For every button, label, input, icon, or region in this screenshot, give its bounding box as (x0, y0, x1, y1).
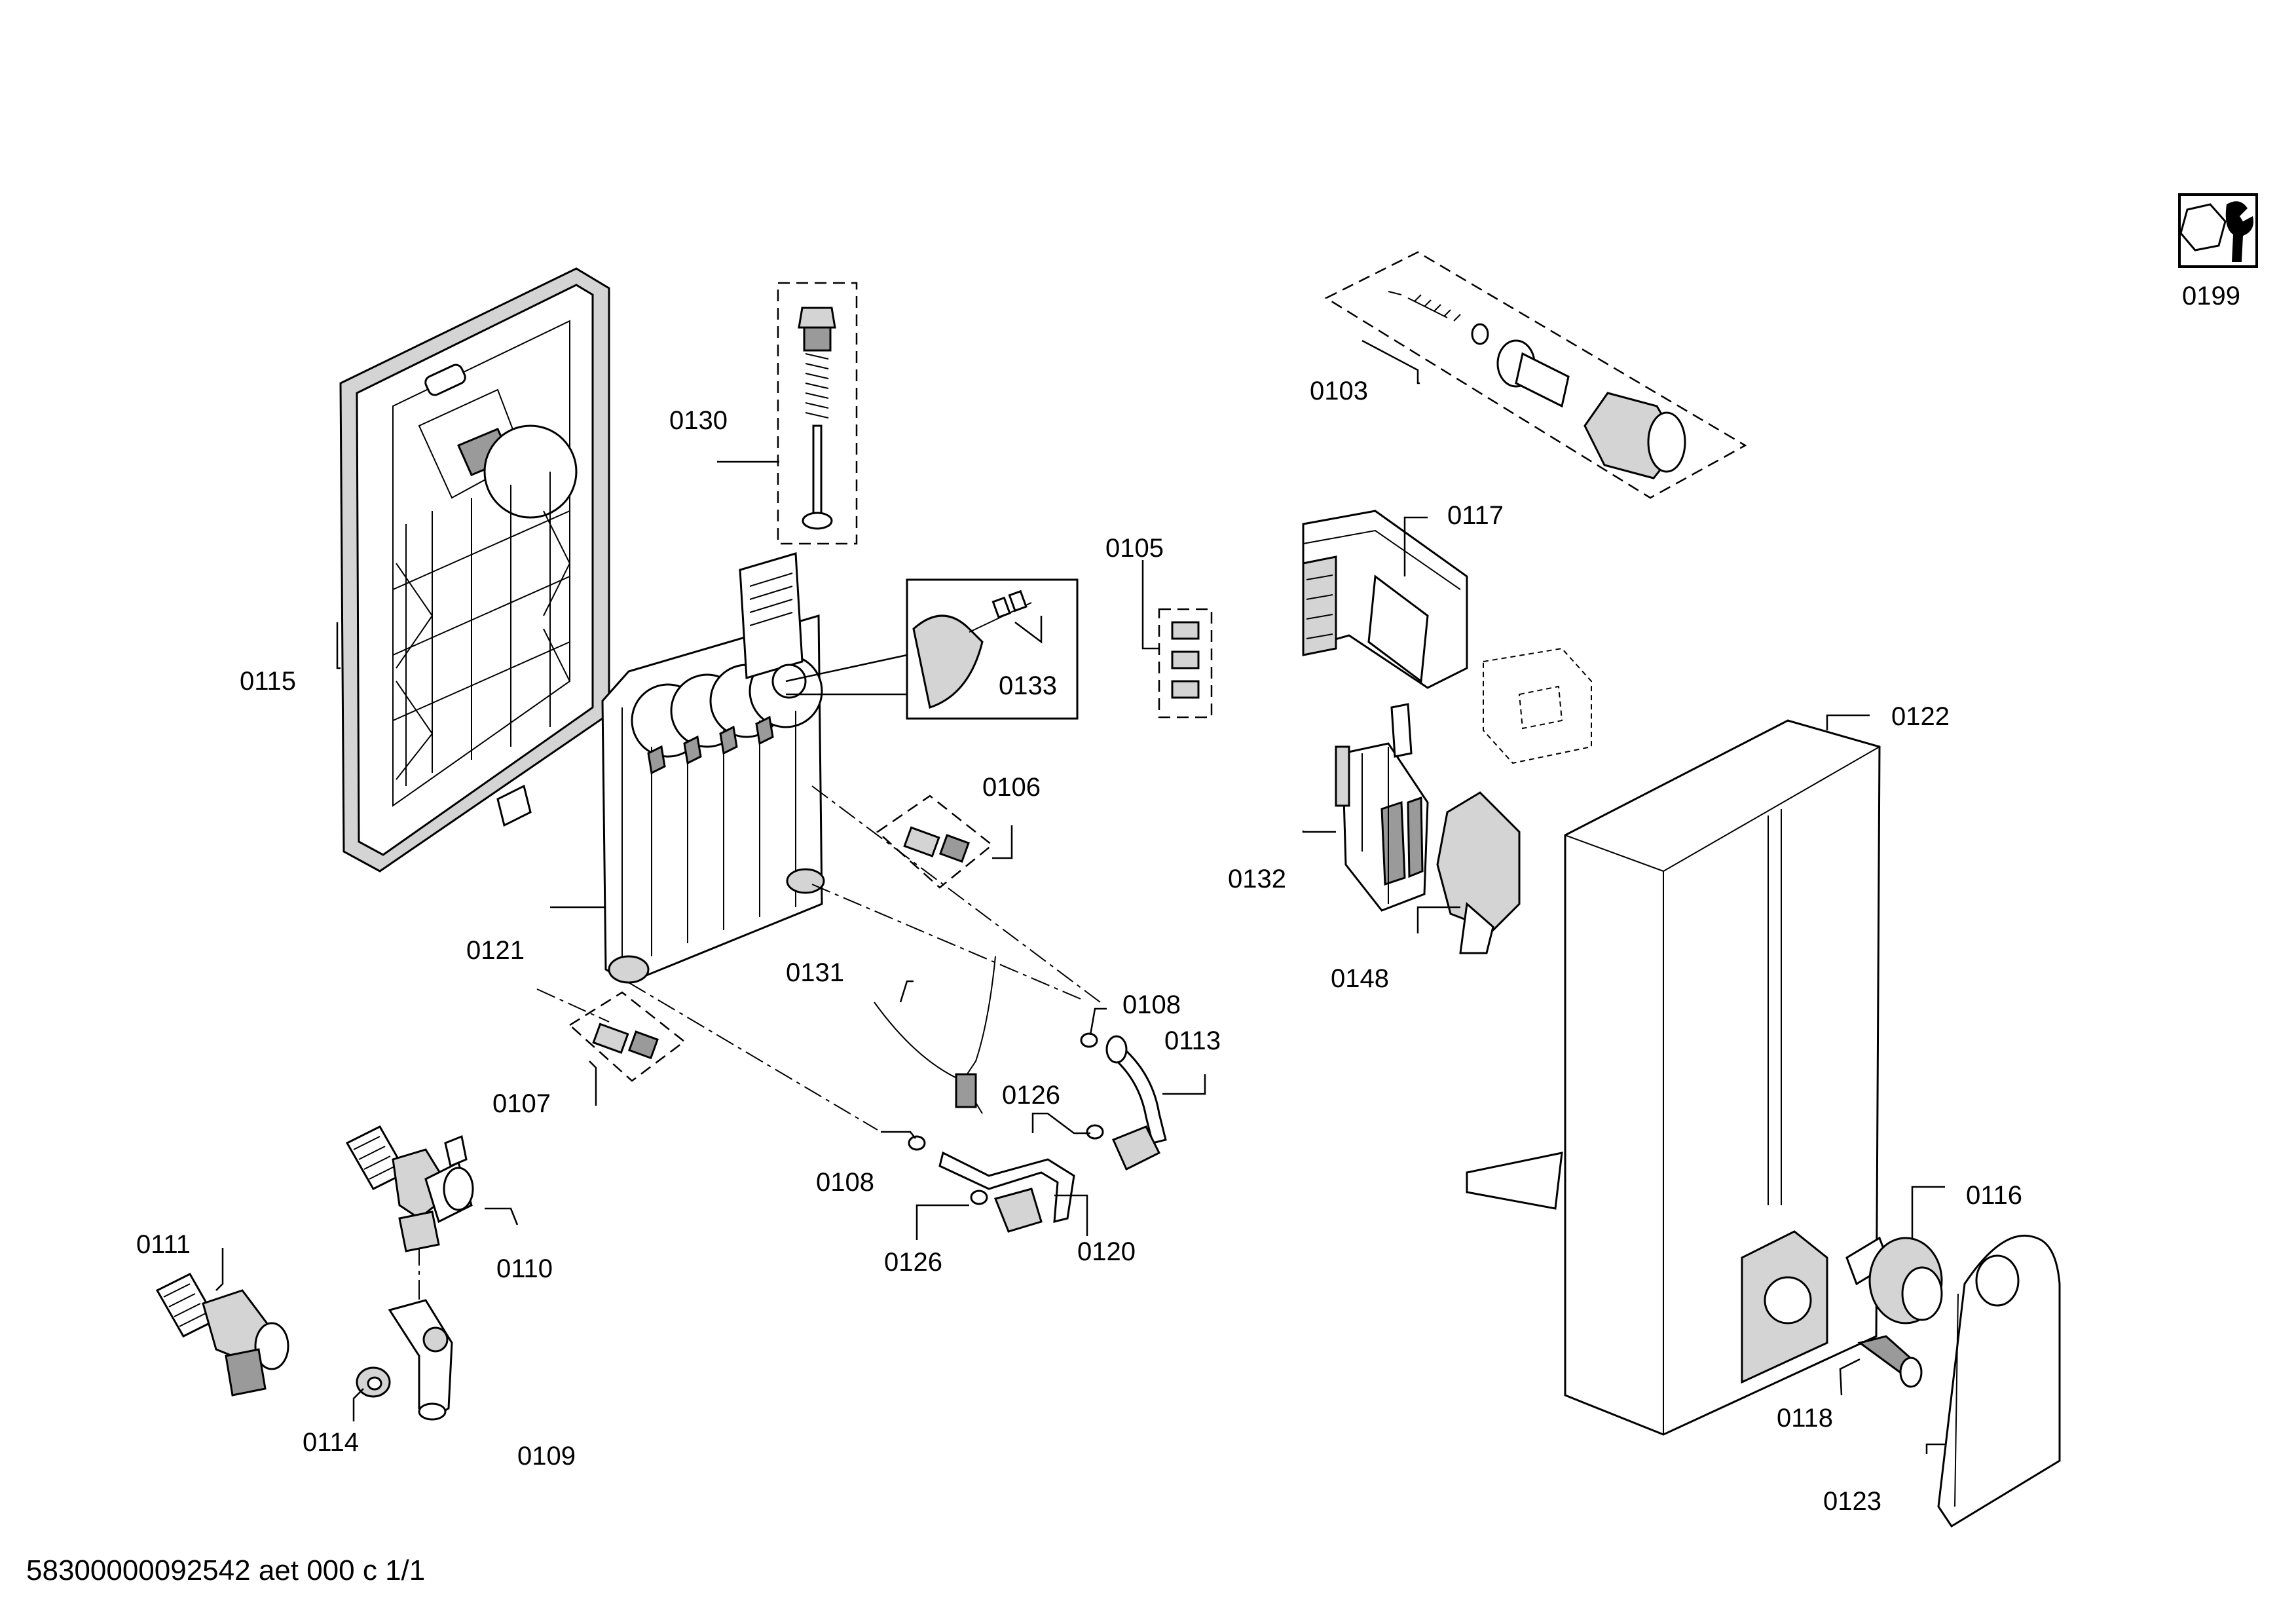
label-0117: 0117 (1447, 501, 1504, 530)
label-0131: 0131 (786, 958, 844, 987)
part-0126-seal-upper[interactable] (1086, 1124, 1104, 1140)
label-0106: 0106 (982, 773, 1041, 802)
label-0114: 0114 (303, 1428, 359, 1457)
label-0111: 0111 (136, 1230, 191, 1259)
part-0108-seal-right[interactable] (1080, 1032, 1098, 1048)
label-0113: 0113 (1164, 1026, 1221, 1055)
part-0108-seal-left[interactable] (908, 1135, 926, 1151)
leader-lines (215, 339, 1945, 1454)
label-0148: 0148 (1331, 964, 1389, 993)
part-0122-cover[interactable] (1466, 719, 1881, 1436)
label-0103: 0103 (1310, 377, 1368, 405)
label-0126-lower: 0126 (884, 1248, 942, 1277)
part-0126-seal-lower[interactable] (970, 1190, 988, 1205)
part-0132-switch[interactable] (1335, 703, 1429, 912)
part-0105-terminals[interactable] (1158, 608, 1213, 719)
label-0123: 0123 (1823, 1487, 1881, 1516)
part-0113-pipe[interactable] (1105, 1035, 1167, 1171)
label-0199: 0199 (2182, 282, 2240, 310)
part-0118-screw[interactable] (1857, 1335, 1923, 1388)
part-0123-front-panel[interactable] (1937, 1234, 2061, 1528)
part-0117-terminal-block[interactable] (1302, 510, 1468, 689)
part-0110-valve[interactable] (345, 1125, 474, 1252)
label-0118: 0118 (1777, 1404, 1833, 1433)
part-0111-valve[interactable] (155, 1273, 289, 1397)
part-0107-sensor[interactable] (568, 991, 686, 1082)
label-0133: 0133 (999, 671, 1057, 700)
part-0131-wire[interactable] (874, 956, 996, 1114)
part-0148-knob[interactable] (1436, 791, 1521, 954)
part-0121-heating-block[interactable] (601, 552, 825, 984)
label-0132: 0132 (1228, 865, 1286, 893)
label-0126-upper: 0126 (1002, 1081, 1060, 1110)
label-0108-left: 0108 (816, 1168, 874, 1197)
part-0115-mounting-plate[interactable] (339, 267, 610, 873)
part-0133-detail-inset[interactable] (785, 578, 1079, 720)
part-0106-sensor[interactable] (876, 795, 993, 889)
label-0107: 0107 (492, 1089, 551, 1118)
label-0108-right: 0108 (1122, 990, 1181, 1019)
part-0116-knob[interactable] (1845, 1236, 1943, 1324)
document-id-footer: 58300000092542 aet 000 c 1/1 (26, 1554, 425, 1586)
phantom-component (1483, 647, 1592, 764)
label-0120: 0120 (1077, 1237, 1136, 1266)
label-0115: 0115 (240, 667, 296, 696)
part-0109-spout[interactable] (388, 1299, 453, 1421)
label-0122: 0122 (1891, 702, 1950, 731)
wrench-nut-icon (2178, 193, 2258, 268)
label-0105: 0105 (1105, 534, 1164, 563)
part-0103-screw-kit[interactable] (1324, 251, 1747, 499)
part-0114-nut[interactable] (356, 1366, 391, 1398)
label-0116: 0116 (1966, 1181, 2022, 1210)
label-0130: 0130 (669, 406, 728, 435)
part-0130-rod-kit[interactable] (777, 282, 858, 545)
label-0110: 0110 (496, 1254, 553, 1283)
label-0121: 0121 (466, 936, 525, 965)
part-0120-pipe[interactable] (938, 1151, 1075, 1233)
label-0109: 0109 (517, 1442, 576, 1471)
assembly-guide-lines (418, 785, 1101, 1317)
